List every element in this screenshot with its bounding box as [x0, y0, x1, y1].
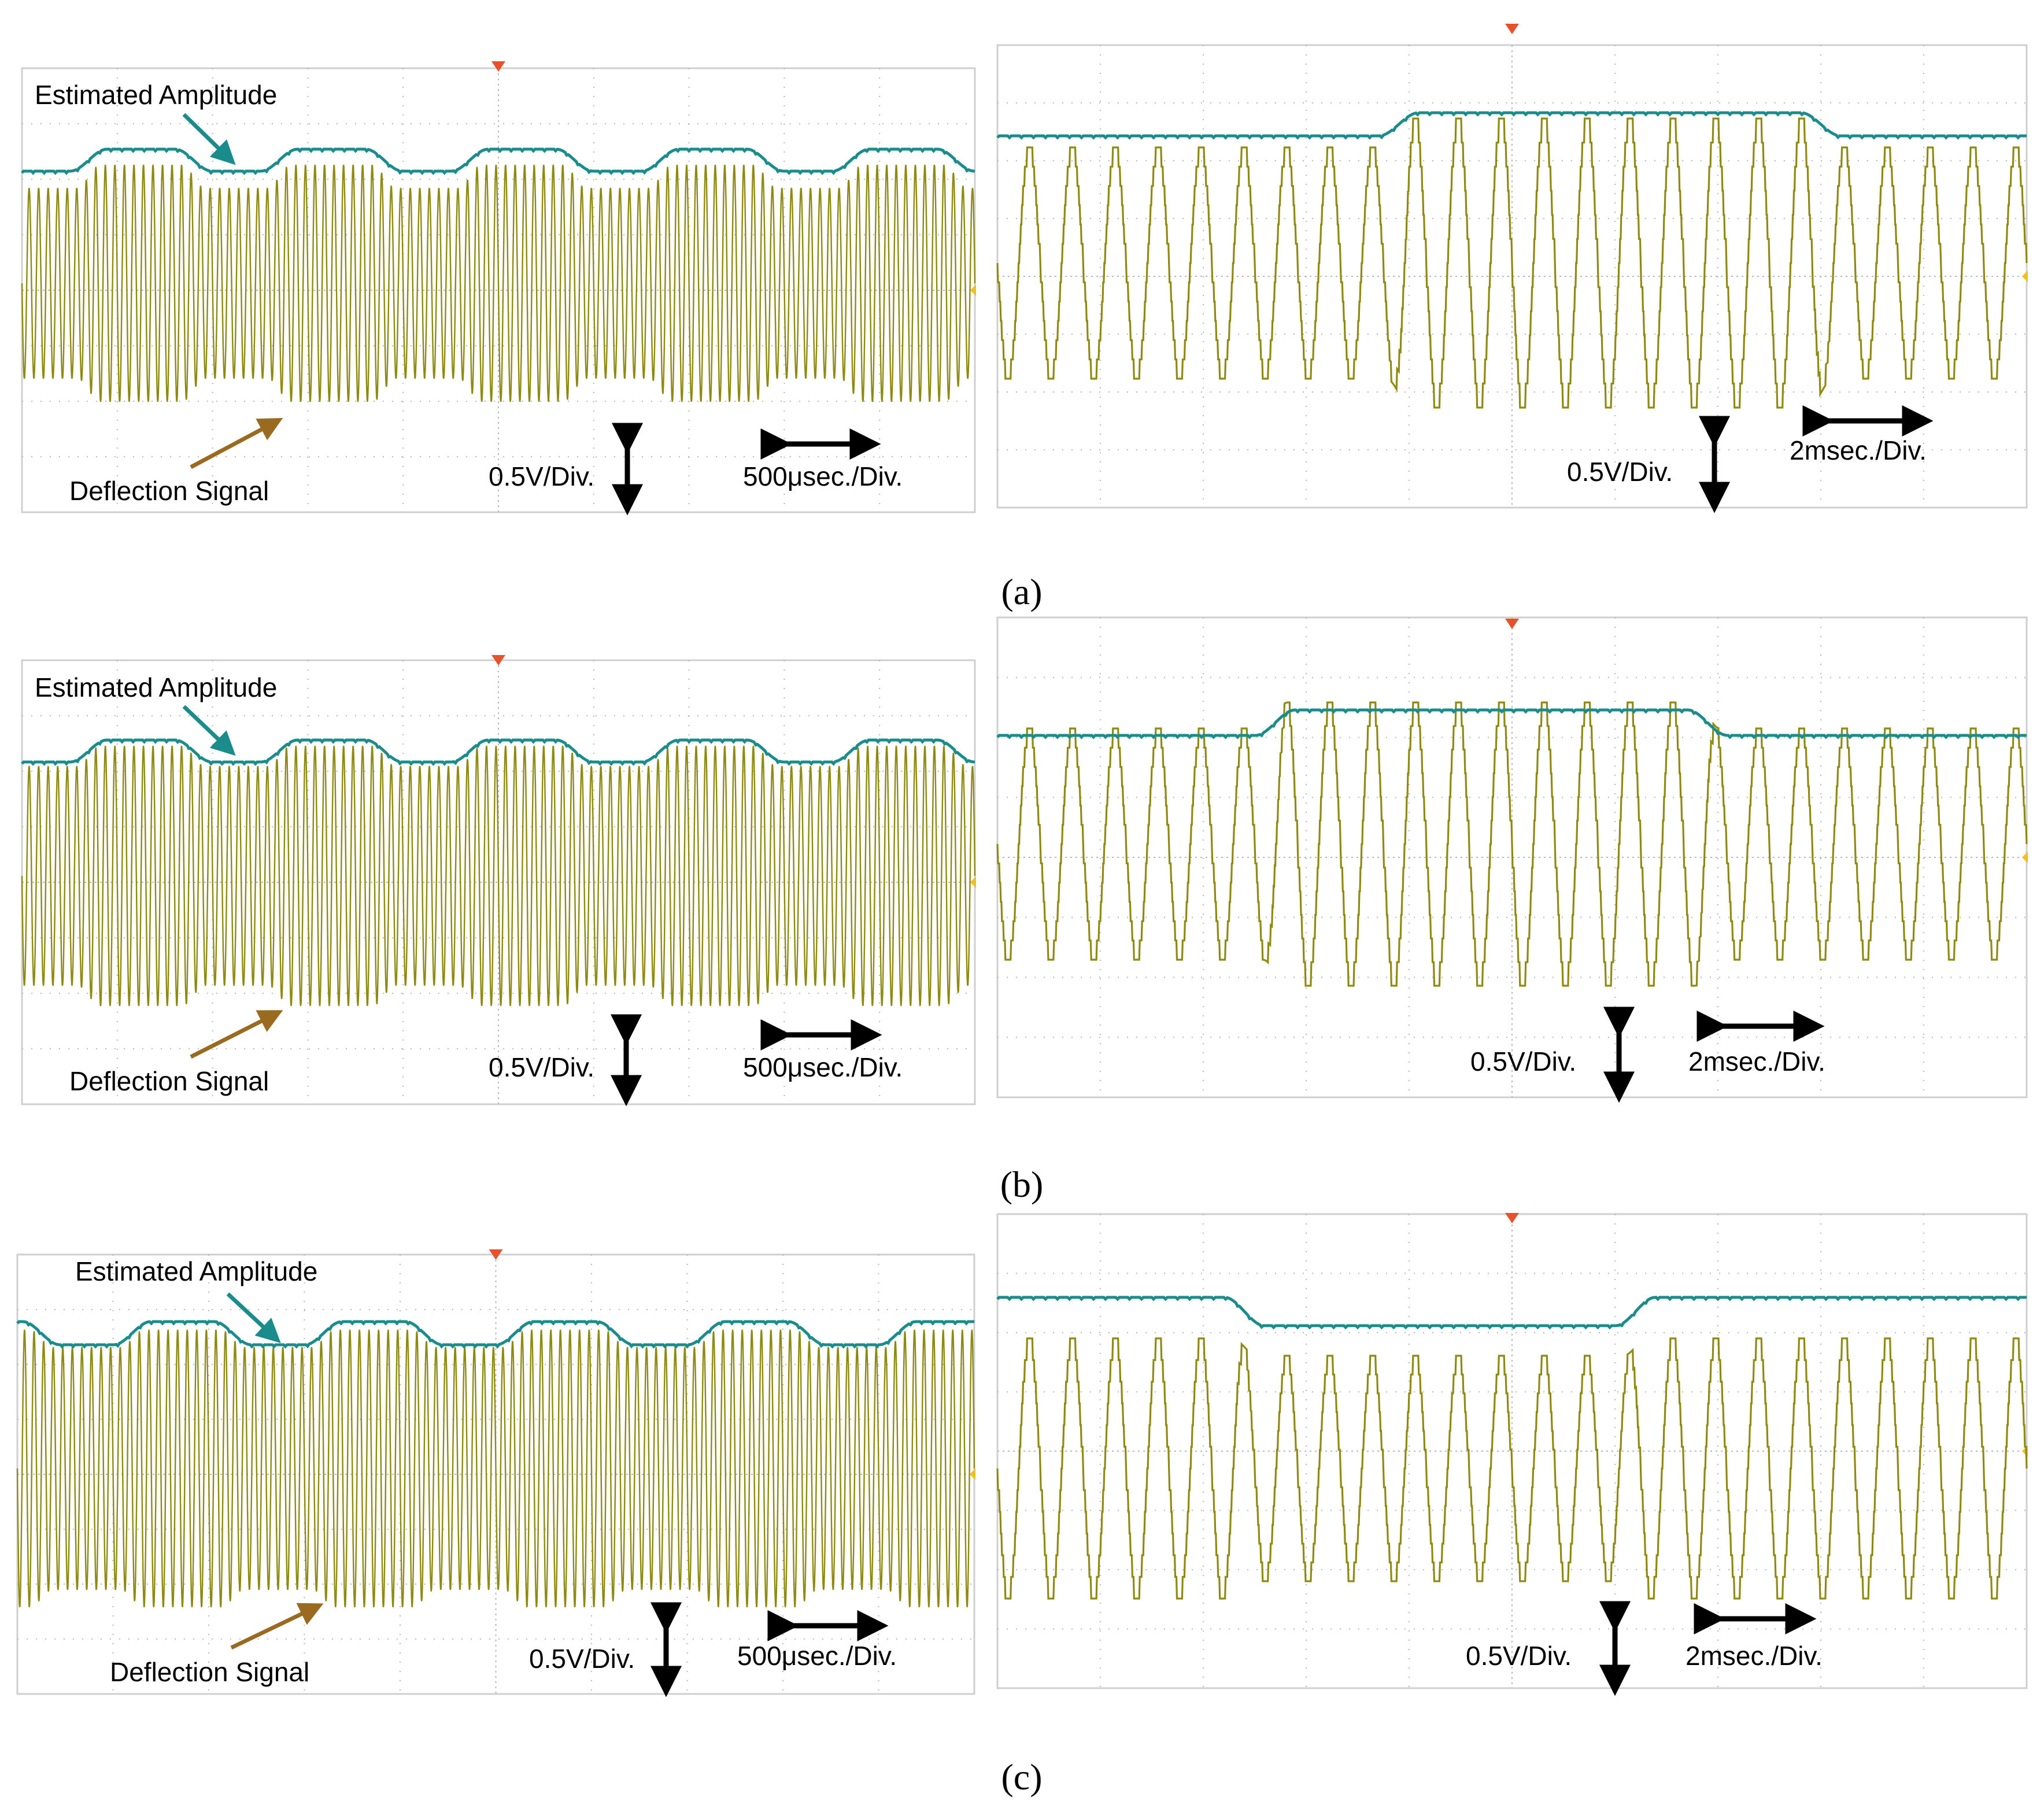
estimated-amplitude-trace — [16, 1320, 974, 1349]
estimated-amplitude-arrow — [182, 113, 236, 165]
estimated-amplitude-arrow — [182, 705, 236, 756]
level-marker-icon — [970, 284, 976, 296]
volt-per-div-label: 0.5V/Div. — [529, 1644, 635, 1674]
trigger-marker-icon — [491, 655, 505, 665]
trigger-marker-icon — [1505, 619, 1519, 629]
deflection-signal-label: Deflection Signal — [110, 1657, 309, 1687]
deflection-signal-arrow — [190, 1010, 283, 1059]
volt-per-div-label: 0.5V/Div. — [489, 461, 594, 491]
estimated-amplitude-trace — [21, 738, 975, 766]
b-right-panel: 0.5V/Div. 2msec./Div. — [996, 616, 2028, 1103]
time-per-div-label: 500μsec./Div. — [737, 1641, 897, 1671]
estimated-amplitude-label: Estimated Amplitude — [75, 1256, 317, 1286]
volt-per-div-label: 0.5V/Div. — [1466, 1641, 1572, 1671]
trigger-marker-icon — [491, 61, 505, 72]
caption-b: (b) — [1000, 1164, 1044, 1205]
estimated-amplitude-trace — [21, 147, 975, 175]
estimated-amplitude-label: Estimated Amplitude — [35, 672, 277, 702]
deflection-signal-arrow — [230, 1603, 324, 1650]
time-per-div-label: 2msec./Div. — [1686, 1641, 1823, 1671]
estimated-amplitude-trace — [996, 708, 2027, 739]
estimated-amplitude-arrow — [226, 1292, 281, 1344]
time-per-div-label: 2msec./Div. — [1790, 435, 1927, 465]
c-right-panel: 0.5V/Div. 2msec./Div. — [996, 1213, 2028, 1696]
deflection-signal-trace — [21, 164, 976, 402]
deflection-signal-label: Deflection Signal — [69, 1066, 269, 1096]
level-marker-icon — [2022, 852, 2028, 863]
deflection-signal-arrow — [190, 418, 283, 469]
deflection-signal-trace — [996, 117, 2028, 409]
trigger-marker-icon — [1505, 1213, 1519, 1223]
volt-per-div-label: 0.5V/Div. — [1470, 1046, 1576, 1076]
deflection-signal-trace — [996, 701, 2028, 987]
deflection-signal-trace — [16, 1329, 975, 1608]
deflection-signal-trace — [996, 1337, 2028, 1600]
a-right-panel: 0.5V/Div. 2msec./Div. — [996, 24, 2028, 513]
caption-a: (a) — [1001, 571, 1042, 612]
trigger-marker-icon — [489, 1249, 503, 1260]
volt-per-div-label: 0.5V/Div. — [1567, 457, 1673, 487]
deflection-signal-trace — [21, 745, 976, 1007]
a-right-grid — [997, 45, 2027, 508]
c-right-grid — [997, 1214, 2027, 1688]
estimated-amplitude-trace — [996, 111, 2027, 140]
time-per-div-label: 2msec./Div. — [1688, 1046, 1825, 1076]
volt-per-div-label: 0.5V/Div. — [489, 1052, 594, 1082]
level-marker-icon — [970, 876, 976, 888]
estimated-amplitude-label: Estimated Amplitude — [35, 80, 277, 110]
time-per-div-label: 500μsec./Div. — [743, 1052, 903, 1082]
level-marker-icon — [2022, 271, 2028, 282]
time-per-div-label: 500μsec./Div. — [743, 461, 903, 491]
deflection-signal-label: Deflection Signal — [69, 476, 269, 506]
estimated-amplitude-trace — [996, 1296, 2027, 1330]
level-marker-icon — [970, 1468, 975, 1480]
caption-c: (c) — [1001, 1756, 1042, 1797]
trigger-marker-icon — [1505, 24, 1519, 34]
